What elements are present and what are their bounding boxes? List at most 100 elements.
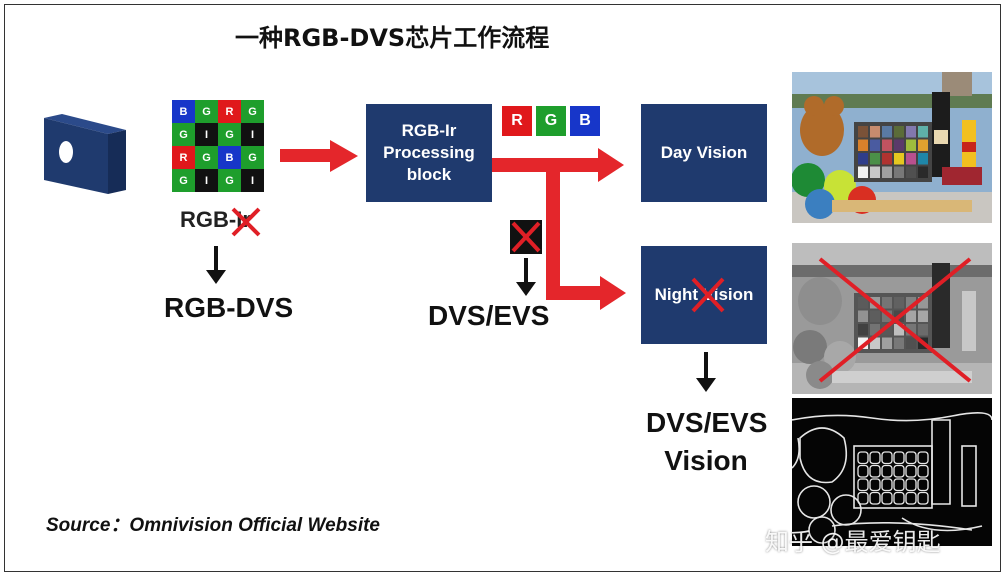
checker-patch: [870, 310, 880, 322]
checker-patch: [905, 464, 917, 478]
sensor-cell: G: [172, 169, 195, 192]
chip-b: B: [570, 106, 600, 136]
checker-patch: [869, 464, 881, 478]
checker-patch: [869, 478, 881, 492]
checker-patch: [870, 139, 880, 151]
checker-patch: [906, 126, 916, 138]
down-arrow-icon: [206, 246, 226, 284]
checker-patch: [858, 153, 868, 165]
red-arrow-icon: [280, 140, 358, 172]
checker-patch: [918, 139, 928, 151]
checker-patch: [894, 324, 904, 336]
sensor-cell: G: [241, 146, 264, 169]
sensor-cell: B: [172, 100, 195, 123]
dvs-evs-vision-label: DVS/EVS Vision: [646, 404, 768, 480]
checker-patch: [870, 337, 880, 349]
checker-patch: [870, 126, 880, 138]
checker-patch: [893, 491, 905, 505]
sensor-cell: I: [241, 123, 264, 146]
checker-patch: [881, 491, 893, 505]
checker-patch: [869, 451, 881, 465]
checker-patch: [918, 126, 928, 138]
checker-patch: [882, 297, 892, 309]
checker-patch: [882, 166, 892, 178]
source-caption: Source：Omnivision Official Website: [46, 515, 380, 536]
sensor-cell: R: [218, 100, 241, 123]
checker-patch: [918, 324, 928, 336]
dvs-evs-vision-line1: DVS/EVS: [646, 407, 768, 438]
checker-patch: [858, 337, 868, 349]
checker-patch: [857, 491, 869, 505]
watermark-text: 知乎 @最爱钥匙: [765, 528, 941, 556]
diagram-title: 一种RGB-DVS芯片工作流程: [235, 24, 550, 52]
day-vision-photo: [792, 72, 992, 223]
checker-patch: [858, 324, 868, 336]
checker-patch: [882, 153, 892, 165]
checker-patch: [881, 451, 893, 465]
checker-patch: [894, 297, 904, 309]
checker-patch: [858, 166, 868, 178]
camera-icon: [44, 114, 126, 194]
sensor-cell: I: [195, 169, 218, 192]
checker-patch: [870, 153, 880, 165]
checker-patch: [918, 310, 928, 322]
checker-patch: [894, 153, 904, 165]
checker-patch: [870, 324, 880, 336]
cross-mark-icon: [691, 277, 725, 313]
sensor-cell: G: [241, 100, 264, 123]
chip-r: R: [502, 106, 532, 136]
processing-block: RGB-Ir Processing block: [366, 104, 492, 202]
checker-patch: [881, 464, 893, 478]
dvs-evs-photo: [792, 398, 992, 546]
checker-patch: [906, 139, 916, 151]
checker-patch: [858, 297, 868, 309]
sensor-cell: G: [218, 123, 241, 146]
checker-patch: [906, 337, 916, 349]
checker-patch: [906, 310, 916, 322]
sensor-cell: G: [195, 146, 218, 169]
checker-patch: [906, 324, 916, 336]
checker-patch: [905, 478, 917, 492]
sensor-cell: I: [241, 169, 264, 192]
rgb-dvs-label: RGB-DVS: [164, 292, 294, 323]
checker-patch: [918, 153, 928, 165]
dvs-evs-label: DVS/EVS: [428, 300, 550, 331]
checker-patch: [893, 478, 905, 492]
checker-patch: [882, 126, 892, 138]
night-vision-box: Night Vision: [641, 246, 767, 344]
checker-patch: [917, 491, 929, 505]
sensor-cell: R: [172, 146, 195, 169]
sensor-cell: G: [218, 169, 241, 192]
down-arrow-icon: [696, 352, 716, 392]
checker-patch: [893, 451, 905, 465]
checker-patch: [857, 451, 869, 465]
sensor-cell: G: [195, 100, 218, 123]
checker-patch: [894, 337, 904, 349]
checker-patch: [917, 464, 929, 478]
checker-patch: [906, 166, 916, 178]
checker-patch: [917, 451, 929, 465]
checker-patch: [905, 491, 917, 505]
checker-patch: [882, 337, 892, 349]
checker-patch: [882, 139, 892, 151]
checker-patch: [894, 139, 904, 151]
dvs-evs-vision-line2: Vision: [664, 445, 748, 476]
sensor-cell: G: [172, 123, 195, 146]
checker-patch: [869, 491, 881, 505]
checker-patch: [894, 126, 904, 138]
checker-patch: [857, 464, 869, 478]
checker-patch: [918, 166, 928, 178]
checker-patch: [893, 464, 905, 478]
chip-g: G: [536, 106, 566, 136]
checker-patch: [905, 451, 917, 465]
processing-line1: RGB-Ir: [401, 121, 457, 140]
sensor-cell: I: [195, 123, 218, 146]
checker-patch: [906, 153, 916, 165]
checker-patch: [882, 324, 892, 336]
checker-patch: [858, 139, 868, 151]
checker-patch: [906, 297, 916, 309]
diagram-frame: [4, 4, 1001, 572]
checker-patch: [917, 478, 929, 492]
crossed-ir-chip-icon: [510, 220, 542, 254]
